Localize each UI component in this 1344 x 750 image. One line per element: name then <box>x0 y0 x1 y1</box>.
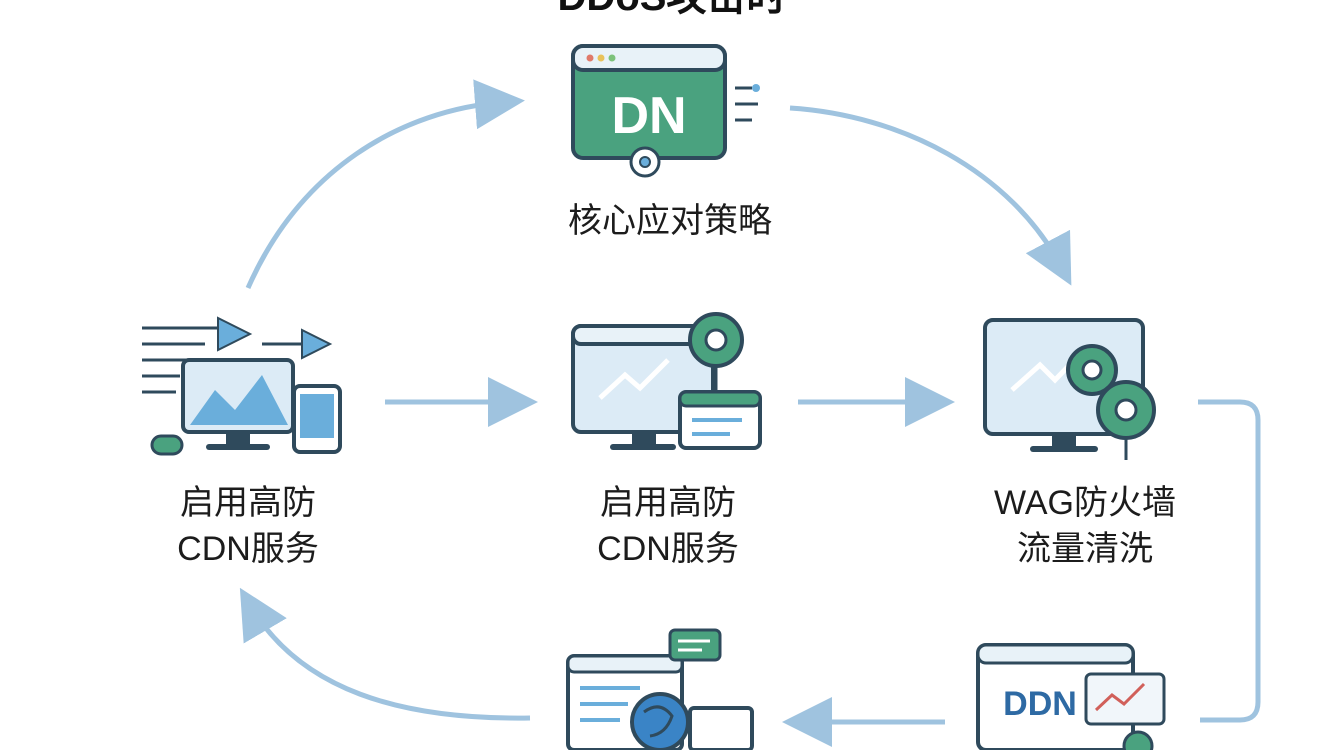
globe-icon <box>630 692 690 750</box>
center-cdn-label: 启用高防 CDN服务 <box>538 480 798 572</box>
gear-icon <box>1096 380 1156 440</box>
core-strategy-icon: DN <box>571 44 760 178</box>
center-cdn-icon <box>571 312 762 450</box>
firewall-label-line1: WAG防火墙 <box>994 484 1176 522</box>
center-cdn-label-line2: CDN服务 <box>597 530 739 568</box>
arrow-core-to-firewall <box>789 105 1072 286</box>
firewall-icon <box>983 318 1156 460</box>
left-cdn-label: 启用高防 CDN服务 <box>118 480 378 572</box>
gear-icon <box>1122 730 1154 750</box>
gear-icon <box>1066 344 1118 396</box>
firewall-label-line2: 流量清洗 <box>1017 530 1153 568</box>
ddn-icon: DDN <box>976 643 1166 750</box>
left-cdn-label-line1: 启用高防 <box>180 484 316 522</box>
page-title: DDoS攻击时 <box>0 0 1344 20</box>
arrow-firewall-to-ddn <box>1198 399 1261 723</box>
left-cdn-label-line2: CDN服务 <box>177 530 319 568</box>
ddn-icon-text: DDN <box>1003 685 1077 723</box>
arrow-left-to-core <box>245 79 525 290</box>
core-strategy-label: 核心应对策略 <box>568 202 772 240</box>
center-cdn-label-line1: 启用高防 <box>600 484 736 522</box>
gear-icon <box>688 312 744 392</box>
firewall-label: WAG防火墙 流量清洗 <box>950 480 1220 572</box>
gear-icon <box>629 146 661 178</box>
left-cdn-icon <box>142 316 342 456</box>
arrow-bottom-to-left <box>239 587 531 721</box>
bottom-globe-icon <box>566 628 754 750</box>
core-icon-text: DN <box>611 87 686 145</box>
